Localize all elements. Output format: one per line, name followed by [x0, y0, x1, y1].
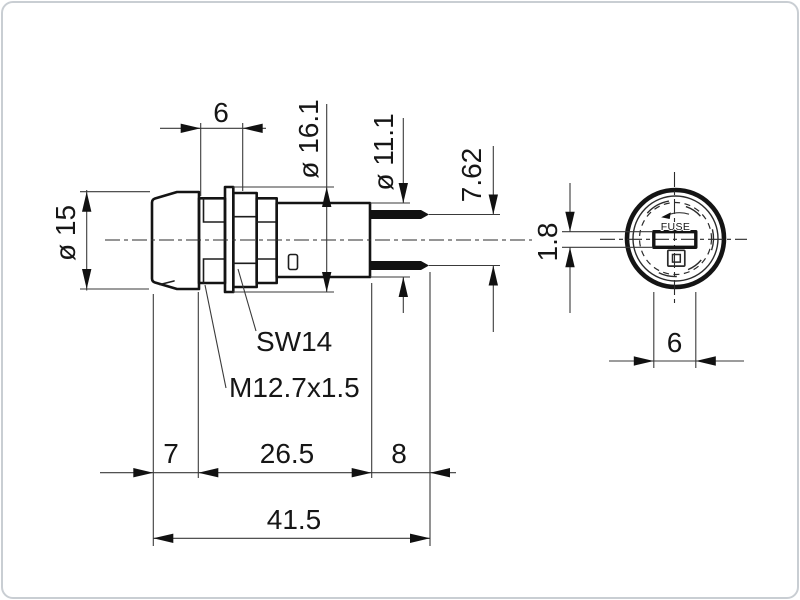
dim-cap-diameter: ø 15	[50, 190, 150, 291]
wrench-size-label: SW14	[256, 326, 332, 357]
front-dashed-circle	[638, 201, 713, 276]
thread-detail	[202, 258, 226, 284]
thread-spec-label: M12.7x1.5	[229, 372, 360, 403]
dimension-arrow	[565, 211, 575, 232]
front-inner-circle	[632, 195, 719, 282]
dimension-arrow	[82, 191, 92, 212]
fuse-marking-label: FUSE	[661, 221, 691, 233]
dimension-arrow	[133, 468, 154, 478]
dimension-arrow	[180, 123, 201, 133]
dim-pin-pitch: 7.62	[429, 146, 500, 332]
housing-window	[287, 253, 299, 271]
bayonet-arc	[687, 259, 702, 271]
dim-body-length-label: 26.5	[260, 438, 315, 469]
unscrew-arrow-icon	[661, 212, 671, 219]
dim-overall-length: 41.5	[153, 504, 430, 543]
dim-slot-length-label: 6	[667, 327, 683, 358]
dimension-arrow	[198, 468, 219, 478]
bayonet-arc	[658, 272, 677, 278]
double-insulation-icon	[666, 249, 686, 267]
screwdriver-slot	[652, 229, 698, 249]
front-outer-circle	[624, 187, 727, 290]
dim-length-chain: 7 26.5 8	[100, 272, 456, 546]
front-view: FUSE	[600, 172, 747, 307]
dim-flange-diameter: ø 16.1	[233, 99, 334, 293]
cap-notch	[159, 280, 175, 286]
solder-pin-bottom	[370, 261, 429, 270]
thread-detail	[202, 197, 226, 223]
dimensions: 6 ø 15 ø 16.1	[50, 97, 744, 546]
dimension-arrow	[351, 468, 372, 478]
dimension-arrow	[695, 356, 716, 366]
dim-overall-length-label: 41.5	[267, 504, 322, 535]
dim-thread-length-label: 6	[213, 97, 229, 128]
dimension-arrow	[565, 247, 575, 268]
dimension-arrow	[488, 265, 498, 286]
bayonet-arc	[646, 200, 670, 214]
cap-outline	[150, 190, 201, 291]
dimension-arrow	[322, 272, 332, 292]
solder-pin-top	[370, 210, 429, 219]
dim-flange-diameter-label: ø 16.1	[293, 99, 324, 178]
dim-pin-pitch-label: 7.62	[456, 148, 487, 203]
dimension-arrow	[410, 533, 430, 543]
dimension-arrow	[322, 187, 332, 207]
dim-slot-length: 6	[609, 292, 744, 368]
thread-rear	[255, 197, 279, 285]
label-wrench-size: SW14	[237, 268, 332, 357]
dim-slot-width-label: 1.8	[532, 223, 563, 262]
label-thread-spec: M12.7x1.5	[204, 284, 360, 403]
dim-body-diameter: ø 11.1	[368, 113, 410, 313]
dimension-arrow	[398, 183, 408, 203]
dimension-arrow	[82, 269, 92, 289]
dimension-arrow	[153, 533, 174, 543]
dim-pin-length-label: 8	[391, 438, 407, 469]
dimension-arrow	[398, 277, 408, 297]
dim-cap-diameter-label: ø 15	[50, 205, 81, 261]
dim-slot-width: 1.8	[532, 183, 653, 313]
dimension-arrow	[633, 356, 654, 366]
dim-cap-length-label: 7	[163, 438, 179, 469]
dimension-arrow	[430, 468, 450, 478]
dim-body-diameter-label: ø 11.1	[368, 113, 399, 190]
dimension-arrow	[242, 123, 263, 133]
bayonet-arc	[685, 205, 701, 217]
unscrew-arrow-line	[667, 212, 690, 216]
dim-thread-length: 6	[160, 97, 266, 196]
dimension-arrow	[488, 194, 498, 215]
double-insulation-icon-inner	[671, 253, 682, 263]
